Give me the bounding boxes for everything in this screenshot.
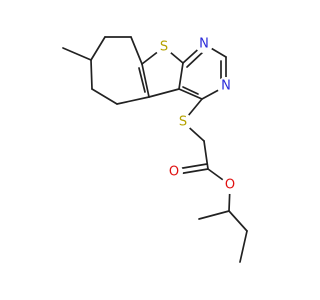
bond [182, 86, 199, 95]
bond [116, 96, 150, 105]
oxygen-ester-atom: O [221, 176, 239, 194]
bond [91, 88, 118, 105]
bond [177, 168, 209, 175]
atom-symbol: S [160, 40, 168, 55]
atom-symbol: N [199, 37, 209, 52]
sulfur-ring-atom: S [155, 38, 173, 56]
bond [138, 67, 146, 93]
bond [141, 63, 150, 98]
bond [178, 88, 203, 100]
bond [62, 47, 92, 61]
bond [228, 210, 248, 232]
sulfur-thioether-atom: S [174, 113, 192, 131]
bond [239, 230, 248, 263]
molecule-structure: S N N S O O [62, 35, 248, 263]
bond [198, 210, 230, 220]
nitrogen-top-atom: N [195, 35, 213, 53]
atom-symbol: S [179, 115, 187, 130]
bond [130, 36, 143, 65]
structure-canvas: S N N S O O [62, 35, 248, 263]
atom-symbol: N [221, 79, 231, 94]
bond [186, 50, 205, 68]
bond [178, 62, 184, 90]
oxygen-carbonyl-atom: O [165, 163, 183, 181]
nitrogen-mid-atom: N [217, 77, 235, 95]
bond [90, 36, 106, 61]
bond [148, 88, 180, 98]
atom-symbol: O [225, 178, 235, 193]
atom-symbol: O [169, 165, 179, 180]
bond [90, 59, 93, 90]
